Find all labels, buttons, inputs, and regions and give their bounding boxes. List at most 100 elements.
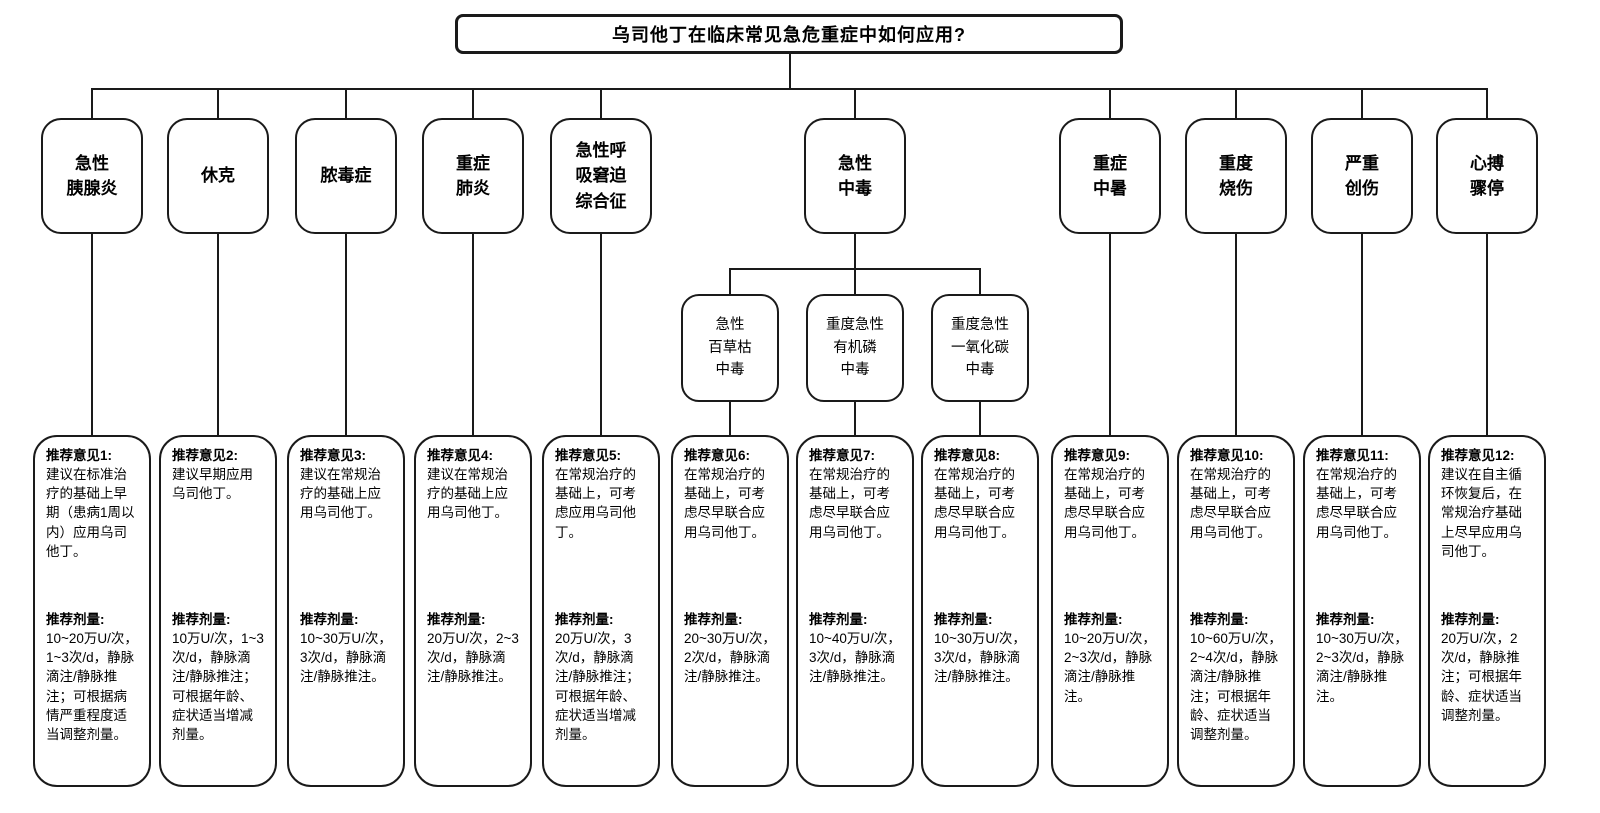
dose-text: 10~30万U/次，3次/d，静脉滴注/静脉推注。	[300, 631, 392, 685]
opinion-title: 推荐意见3:	[300, 448, 367, 463]
subtype-label: 重度急性 有机磷 中毒	[826, 317, 884, 379]
connector-drop	[1486, 88, 1488, 118]
condition-box-acute-pancreatitis: 急性 胰腺炎	[41, 118, 143, 234]
connector-drop	[345, 234, 347, 435]
dose-text: 20万U/次，2次/d，静脉推注；可根据年龄、症状适当调整剂量。	[1441, 631, 1522, 723]
connector-drop	[91, 234, 93, 435]
opinion-title: 推荐意见4:	[427, 448, 494, 463]
dose-text: 20万U/次，2~3次/d，静脉滴注/静脉推注。	[427, 631, 519, 685]
connector-drop	[979, 402, 981, 435]
dose-title: 推荐剂量:	[1190, 612, 1249, 627]
recommendation-box-7: 推荐意见7: 在常规治疗的基础上，可考虑尽早联合应用乌司他丁。 推荐剂量: 10…	[796, 435, 914, 787]
opinion-title: 推荐意见6:	[684, 448, 751, 463]
opinion-section: 推荐意见4: 建议在常规治疗的基础上应用乌司他丁。	[427, 446, 519, 610]
opinion-title: 推荐意见1:	[46, 448, 113, 463]
opinion-title: 推荐意见8:	[934, 448, 1001, 463]
recommendation-box-11: 推荐意见11: 在常规治疗的基础上，可考虑尽早联合应用乌司他丁。 推荐剂量: 1…	[1303, 435, 1421, 787]
dose-text: 10~20万U/次，1~3次/d，静脉滴注/静脉推注；可根据病情严重程度适当调整…	[46, 631, 138, 742]
dose-title: 推荐剂量:	[172, 612, 231, 627]
opinion-title: 推荐意见7:	[809, 448, 876, 463]
connector-drop	[217, 88, 219, 118]
connector-drop	[729, 402, 731, 435]
condition-label: 心搏 骤停	[1470, 153, 1504, 199]
recommendation-box-10: 推荐意见10: 在常规治疗的基础上，可考虑尽早联合应用乌司他丁。 推荐剂量: 1…	[1177, 435, 1295, 787]
opinion-title: 推荐意见11:	[1316, 448, 1389, 463]
dose-title: 推荐剂量:	[300, 612, 359, 627]
condition-box-severe-trauma: 严重 创伤	[1311, 118, 1413, 234]
dose-title: 推荐剂量:	[934, 612, 993, 627]
dose-title: 推荐剂量:	[809, 612, 868, 627]
opinion-section: 推荐意见10: 在常规治疗的基础上，可考虑尽早联合应用乌司他丁。	[1190, 446, 1282, 610]
dose-text: 10~20万U/次，2~3次/d，静脉滴注/静脉推注。	[1064, 631, 1156, 704]
connector-drop	[345, 88, 347, 118]
opinion-text: 在常规治疗的基础上，可考虑尽早联合应用乌司他丁。	[1190, 467, 1271, 540]
connector-drop	[979, 268, 981, 294]
opinion-section: 推荐意见7: 在常规治疗的基础上，可考虑尽早联合应用乌司他丁。	[809, 446, 901, 610]
dose-section: 推荐剂量: 20万U/次，2次/d，静脉推注；可根据年龄、症状适当调整剂量。	[1441, 610, 1533, 725]
connector-top-rail	[92, 88, 1488, 90]
dose-section: 推荐剂量: 20万U/次，2~3次/d，静脉滴注/静脉推注。	[427, 610, 519, 687]
dose-text: 20万U/次，3次/d，静脉滴注/静脉推注；可根据年龄、症状适当增减剂量。	[555, 631, 640, 742]
connector-drop	[729, 268, 731, 294]
condition-box-severe-heatstroke: 重症 中暑	[1059, 118, 1161, 234]
connector-drop	[1109, 88, 1111, 118]
condition-label: 急性 胰腺炎	[66, 153, 118, 199]
dose-section: 推荐剂量: 20~30万U/次，2次/d，静脉滴注/静脉推注。	[684, 610, 776, 687]
connector-drop	[1109, 234, 1111, 435]
dose-section: 推荐剂量: 10~30万U/次，3次/d，静脉滴注/静脉推注。	[300, 610, 392, 687]
dose-text: 10~30万U/次，3次/d，静脉滴注/静脉推注。	[934, 631, 1026, 685]
dose-section: 推荐剂量: 10~30万U/次，3次/d，静脉滴注/静脉推注。	[934, 610, 1026, 687]
opinion-text: 建议在标准治疗的基础上早期（患病1周以内）应用乌司他丁。	[46, 467, 135, 559]
opinion-text: 在常规治疗的基础上，可考虑尽早联合应用乌司他丁。	[809, 467, 890, 540]
dose-title: 推荐剂量:	[555, 612, 614, 627]
dose-text: 10~60万U/次，2~4次/d，静脉滴注/静脉推注；可根据年龄、症状适当调整剂…	[1190, 631, 1282, 742]
dose-section: 推荐剂量: 10~20万U/次，1~3次/d，静脉滴注/静脉推注；可根据病情严重…	[46, 610, 138, 744]
connector-drop	[217, 234, 219, 435]
subtype-box-paraquat: 急性 百草枯 中毒	[681, 294, 779, 402]
connector-drop	[91, 88, 93, 118]
opinion-text: 建议在自主循环恢复后，在常规治疗基础上尽早应用乌司他丁。	[1441, 467, 1522, 559]
opinion-section: 推荐意见1: 建议在标准治疗的基础上早期（患病1周以内）应用乌司他丁。	[46, 446, 138, 610]
opinion-text: 在常规治疗的基础上，可考虑尽早联合应用乌司他丁。	[934, 467, 1015, 540]
condition-box-ards: 急性呼 吸窘迫 综合征	[550, 118, 652, 234]
connector-poisoning-rail	[730, 268, 981, 270]
condition-label: 重症 中暑	[1093, 153, 1127, 199]
opinion-section: 推荐意见12: 建议在自主循环恢复后，在常规治疗基础上尽早应用乌司他丁。	[1441, 446, 1533, 610]
opinion-section: 推荐意见8: 在常规治疗的基础上，可考虑尽早联合应用乌司他丁。	[934, 446, 1026, 610]
condition-box-shock: 休克	[167, 118, 269, 234]
dose-text: 10~30万U/次，2~3次/d，静脉滴注/静脉推注。	[1316, 631, 1408, 704]
connector-title-down	[789, 54, 791, 88]
opinion-title: 推荐意见10:	[1190, 448, 1264, 463]
dose-text: 20~30万U/次，2次/d，静脉滴注/静脉推注。	[684, 631, 776, 685]
connector-drop	[600, 88, 602, 118]
recommendation-box-1: 推荐意见1: 建议在标准治疗的基础上早期（患病1周以内）应用乌司他丁。 推荐剂量…	[33, 435, 151, 787]
condition-label: 休克	[201, 166, 235, 186]
condition-label: 重症 肺炎	[456, 153, 490, 199]
opinion-section: 推荐意见3: 建议在常规治疗的基础上应用乌司他丁。	[300, 446, 392, 610]
dose-section: 推荐剂量: 10~60万U/次，2~4次/d，静脉滴注/静脉推注；可根据年龄、症…	[1190, 610, 1282, 744]
connector-drop	[472, 234, 474, 435]
recommendation-box-2: 推荐意见2: 建议早期应用乌司他丁。 推荐剂量: 10万U/次，1~3次/d，静…	[159, 435, 277, 787]
opinion-text: 在常规治疗的基础上，可考虑尽早联合应用乌司他丁。	[1064, 467, 1145, 540]
condition-label: 重度 烧伤	[1219, 153, 1253, 199]
connector-drop	[1486, 234, 1488, 435]
dose-section: 推荐剂量: 10~20万U/次，2~3次/d，静脉滴注/静脉推注。	[1064, 610, 1156, 706]
subtype-box-carbon-monoxide: 重度急性 一氧化碳 中毒	[931, 294, 1029, 402]
subtype-box-organophosphate: 重度急性 有机磷 中毒	[806, 294, 904, 402]
opinion-title: 推荐意见2:	[172, 448, 239, 463]
connector-drop	[1361, 234, 1363, 435]
page-title: 乌司他丁在临床常见急危重症中如何应用?	[612, 25, 966, 45]
recommendation-box-5: 推荐意见5: 在常规治疗的基础上，可考虑应用乌司他丁。 推荐剂量: 20万U/次…	[542, 435, 660, 787]
opinion-title: 推荐意见12:	[1441, 448, 1515, 463]
condition-box-sepsis: 脓毒症	[295, 118, 397, 234]
opinion-text: 在常规治疗的基础上，可考虑尽早联合应用乌司他丁。	[1316, 467, 1397, 540]
subtype-label: 重度急性 一氧化碳 中毒	[951, 317, 1009, 379]
recommendation-box-9: 推荐意见9: 在常规治疗的基础上，可考虑尽早联合应用乌司他丁。 推荐剂量: 10…	[1051, 435, 1169, 787]
condition-label: 脓毒症	[320, 166, 372, 186]
condition-label: 急性 中毒	[838, 153, 872, 199]
recommendation-box-6: 推荐意见6: 在常规治疗的基础上，可考虑尽早联合应用乌司他丁。 推荐剂量: 20…	[671, 435, 789, 787]
opinion-title: 推荐意见5:	[555, 448, 622, 463]
opinion-title: 推荐意见9:	[1064, 448, 1131, 463]
opinion-section: 推荐意见6: 在常规治疗的基础上，可考虑尽早联合应用乌司他丁。	[684, 446, 776, 610]
